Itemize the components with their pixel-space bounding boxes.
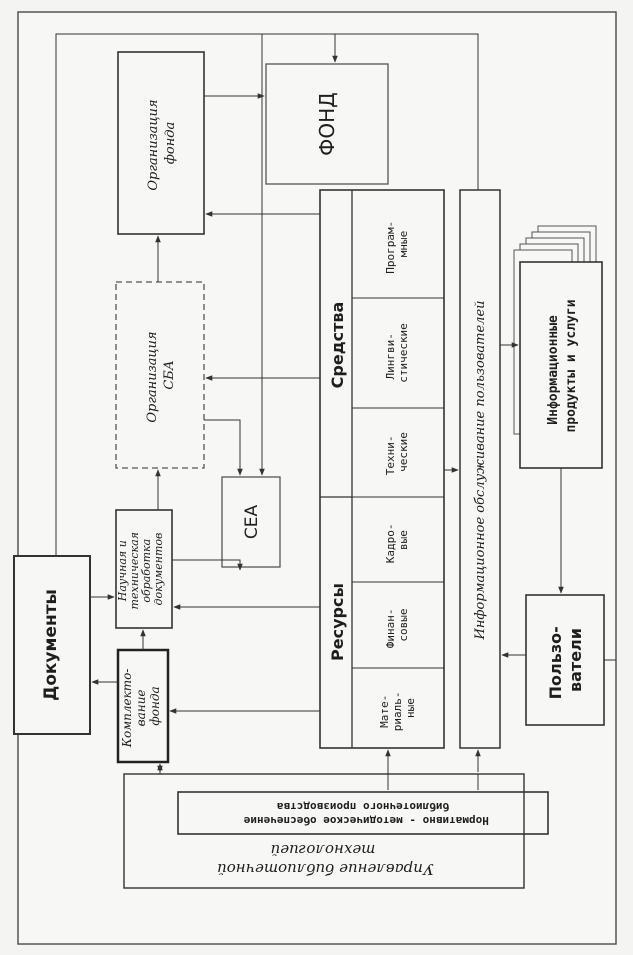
sredstva-item-1-line-1: Лингви-	[384, 333, 397, 379]
sredstva-header: Средства	[328, 302, 347, 389]
block-sea: СЕА	[221, 476, 281, 568]
resursy-item-2-line-1: Финан-	[384, 608, 397, 648]
normativno-line-1: Нормативно - методическое обеспечение	[243, 814, 488, 827]
svg-text:Лингви- стические: Лингви- стические	[384, 323, 410, 383]
sredstva-item-2-line-1: Програм-	[384, 221, 397, 274]
block-fond: ФОНД	[265, 63, 389, 185]
svg-text:Организация фонда: Организация фонда	[146, 95, 178, 190]
block-komplektovanie: Комплекто- вание фонда	[116, 648, 170, 764]
svg-text:Пользо- ватели: Пользо- ватели	[546, 621, 585, 700]
sredstva-item-1-line-2: стические	[397, 323, 410, 383]
org-fonda-line-2: фонда	[163, 122, 178, 165]
block-dokumenty: Документы	[13, 555, 91, 735]
svg-text:Мате- риаль- ные: Мате- риаль- ные	[378, 685, 417, 731]
svg-text:Научная и техническая: Научная и техническая обработка документ…	[116, 529, 165, 610]
svg-text:Информационные продукты: Информационные продукты и услуги	[546, 299, 579, 432]
komplektovanie-line-3: фонда	[148, 686, 162, 725]
resursy-item-1-line-1: Мате-	[378, 695, 391, 728]
arrow-fond-loop	[262, 33, 479, 190]
svg-text:Кадро- вые: Кадро- вые	[384, 517, 410, 563]
obrabotka-line-2: техническая	[128, 532, 141, 609]
resursy-item-4-line-2: ческие	[397, 432, 410, 472]
normativno-line-2: библиотечного производства	[277, 800, 449, 813]
block-obrabotka: Научная и техническая обработка документ…	[115, 509, 173, 629]
resursy-item-1-line-3: ные	[404, 698, 417, 718]
block-normativno: Нормативно - методическое обеспечение би…	[177, 791, 549, 835]
fond-label: ФОНД	[315, 92, 339, 156]
org-fonda-line-1: Организация	[146, 100, 161, 191]
dokumenty-label: Документы	[41, 589, 61, 701]
upravlenie-line-2: технологией	[271, 841, 376, 859]
svg-text:Управление библиотечной: Управление библиотечной технологией	[212, 841, 433, 878]
org-sea-line-1: Организация	[145, 332, 160, 423]
svg-text:Комплекто- вание ф: Комплекто- вание фонда	[120, 665, 162, 749]
resursy-item-3-line-2: вые	[397, 530, 410, 550]
svg-text:Организация СБА: Организация СБА	[145, 327, 177, 422]
block-info-produkty: Информационные продукты и услуги	[513, 225, 603, 469]
resursy-item-4-line-1: Техни-	[384, 435, 397, 475]
block-info-obsluzhivanie: Информационное обслуживание пользователе…	[459, 189, 501, 749]
obrabotka-line-3: обработка	[140, 539, 153, 603]
sredstva-item-2-line-2: мные	[397, 231, 410, 258]
connectors	[55, 33, 616, 790]
block-polzovateli: Пользо- ватели	[525, 594, 605, 726]
svg-text:Нормативно - методическое обес: Нормативно - методическое обеспечение би…	[237, 800, 489, 827]
sea-label: СЕА	[242, 505, 262, 540]
info-obsluzhivanie-label: Информационное обслуживание пользователе…	[473, 300, 488, 640]
block-upravlenie: Управление библиотечной технологией	[123, 773, 525, 889]
block-organizatsiya-sea: Организация СБА	[115, 281, 205, 469]
resursy-item-2-line-2: совые	[397, 608, 410, 641]
resursy-item-1-line-2: риаль-	[391, 691, 404, 731]
svg-text:Програм- мные: Програм- мные	[384, 214, 410, 274]
svg-text:Финан- совые: Финан- совые	[384, 602, 410, 648]
arrow-docs-to-fond	[55, 33, 263, 556]
resursy-header: Ресурсы	[328, 583, 347, 661]
org-sea-line-2: СБА	[162, 360, 177, 389]
upravlenie-line-1: Управление библиотечной	[217, 860, 434, 878]
block-organizatsiya-fonda: Организация фонда	[117, 51, 205, 235]
info-produkty-line-2: продукты и услуги	[564, 299, 579, 432]
resursy-item-3-line-1: Кадро-	[384, 523, 397, 563]
info-produkty-line-1: Информационные	[546, 315, 561, 425]
block-resursy-sredstva: Ресурсы Средства Мате- риаль- ные Финан-…	[319, 189, 445, 749]
polzovateli-line-2: ватели	[566, 628, 585, 692]
svg-text:Техни- ческие: Техни- ческие	[384, 429, 410, 475]
arrow-orgsea-to-sea	[204, 419, 243, 476]
obrabotka-line-1: Научная и	[116, 540, 129, 602]
polzovateli-line-1: Пользо-	[546, 626, 565, 699]
obrabotka-line-4: документов	[152, 533, 165, 606]
komplektovanie-line-2: вание	[134, 689, 148, 726]
komplektovanie-line-1: Комплекто-	[120, 669, 134, 749]
